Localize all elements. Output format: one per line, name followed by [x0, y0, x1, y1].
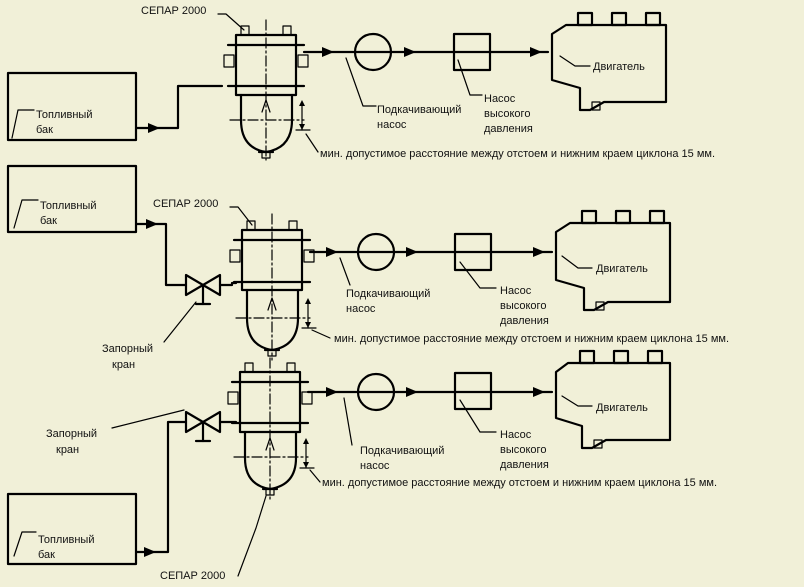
hp-pump-2-label-line3: давления — [500, 315, 549, 327]
boost-pump-1-leader — [345, 57, 377, 107]
valve-3-label-line2: кран — [56, 444, 79, 456]
fuel-tank-3 — [6, 492, 138, 566]
clearance-note-1: мин. допустимое расстояние между отстоем… — [320, 148, 715, 160]
hp-pump-1-label-line3: давления — [484, 123, 533, 135]
clearance-note-3-leader — [309, 469, 321, 483]
pipe-tank-separator-1 — [135, 84, 224, 130]
fuel-tank-2-label-line2: бак — [40, 215, 57, 227]
diagram-3: Топливный бак Запорный кран — [6, 349, 717, 582]
boost-pump-3-label-line2: насос — [360, 460, 390, 472]
fuel-tank-2-leader — [13, 199, 39, 229]
fuel-tank-1-label-line2: бак — [36, 124, 53, 136]
clearance-note-2-leader — [311, 329, 331, 339]
hp-pump-3-label-line3: давления — [500, 459, 549, 471]
pipe-tank-valve-2 — [135, 222, 188, 287]
fuel-tank-3-label-line2: бак — [38, 549, 55, 561]
flow-arrow-2b — [326, 247, 338, 257]
diagram-1: Топливный бак СЕПАР 2000 ми — [6, 5, 715, 161]
valve-2-label-line1: Запорный — [102, 343, 153, 355]
boost-pump-3 — [356, 372, 396, 412]
separator-1 — [223, 19, 311, 161]
hp-pump-2-leader — [459, 261, 497, 289]
engine-1-label: Двигатель — [593, 61, 645, 73]
flow-arrow-3b — [326, 387, 338, 397]
flow-arrow-3a — [144, 547, 156, 557]
diagram-2: Топливный бак Запорный кран — [6, 164, 729, 371]
valve-3-label-line1: Запорный — [46, 428, 97, 440]
hp-pump-3 — [453, 371, 493, 411]
hp-pump-3-leader — [459, 399, 497, 433]
hp-pump-3-label-line2: высокого — [500, 444, 546, 456]
separator-2-label: СЕПАР 2000 — [153, 198, 218, 210]
valve-2-leader — [163, 301, 197, 343]
fuel-tank-2 — [6, 164, 138, 234]
engine-2-leader — [561, 255, 593, 269]
separator-1-leader — [217, 13, 245, 31]
engine-1-leader — [559, 55, 591, 67]
separator-3 — [227, 357, 315, 501]
separator-3-label: СЕПАР 2000 — [160, 570, 225, 582]
boost-pump-2-label-line1: Подкачивающий — [346, 288, 430, 300]
hp-pump-2 — [453, 232, 493, 272]
valve-3-leader — [111, 409, 185, 429]
hp-pump-3-label-line1: Насос — [500, 429, 532, 441]
valve-2-label-line2: кран — [112, 359, 135, 371]
clearance-note-3: мин. допустимое расстояние между отстоем… — [322, 477, 717, 489]
shutoff-valve-3 — [184, 410, 222, 443]
boost-pump-3-leader — [343, 397, 353, 446]
flow-arrow-1a — [148, 123, 160, 133]
flow-arrow-1c — [404, 47, 416, 57]
flow-arrow-1b — [322, 47, 334, 57]
engine-3-label: Двигатель — [596, 402, 648, 414]
shutoff-valve-2 — [184, 273, 222, 306]
clearance-note-2: мин. допустимое расстояние между отстоем… — [334, 333, 729, 345]
boost-pump-2-label-line2: насос — [346, 303, 376, 315]
boost-pump-2 — [356, 232, 396, 272]
hp-pump-1 — [452, 32, 492, 72]
pipe-valve-separator-2 — [218, 281, 238, 287]
engine-2-label: Двигатель — [596, 263, 648, 275]
hp-pump-2-label-line1: Насос — [500, 285, 532, 297]
hp-pump-1-leader — [457, 59, 483, 96]
separator-3-leader — [237, 495, 267, 577]
fuel-tank-1-label-line1: Топливный — [36, 109, 92, 121]
clearance-note-1-leader — [305, 133, 319, 153]
fuel-tank-1 — [6, 71, 138, 142]
hp-pump-2-label-line2: высокого — [500, 300, 546, 312]
boost-pump-1 — [353, 32, 393, 72]
pipe-tank-valve-3 — [135, 420, 188, 554]
separator-2-leader — [229, 206, 253, 226]
engine-3 — [554, 349, 672, 450]
hp-pump-1-label-line2: высокого — [484, 108, 530, 120]
fuel-tank-3-leader — [13, 531, 37, 557]
boost-pump-2-leader — [339, 257, 351, 286]
boost-pump-1-label-line2: насос — [377, 119, 407, 131]
hp-pump-1-label-line1: Насос — [484, 93, 516, 105]
engine-2 — [554, 209, 672, 312]
separator-1-label: СЕПАР 2000 — [141, 5, 206, 17]
fuel-tank-3-label-line1: Топливный — [38, 534, 94, 546]
flow-arrow-3d — [533, 387, 545, 397]
boost-pump-3-label-line1: Подкачивающий — [360, 445, 444, 457]
engine-3-leader — [561, 395, 593, 407]
flow-arrow-2d — [533, 247, 545, 257]
fuel-tank-2-label-line1: Топливный — [40, 200, 96, 212]
flow-arrow-2c — [406, 247, 418, 257]
flow-arrow-1d — [530, 47, 542, 57]
boost-pump-1-label-line1: Подкачивающий — [377, 104, 461, 116]
flow-arrow-2a — [146, 219, 158, 229]
engine-1 — [550, 11, 668, 112]
separator-2 — [229, 213, 317, 361]
fuel-tank-1-leader — [11, 109, 35, 139]
flow-arrow-3c — [406, 387, 418, 397]
